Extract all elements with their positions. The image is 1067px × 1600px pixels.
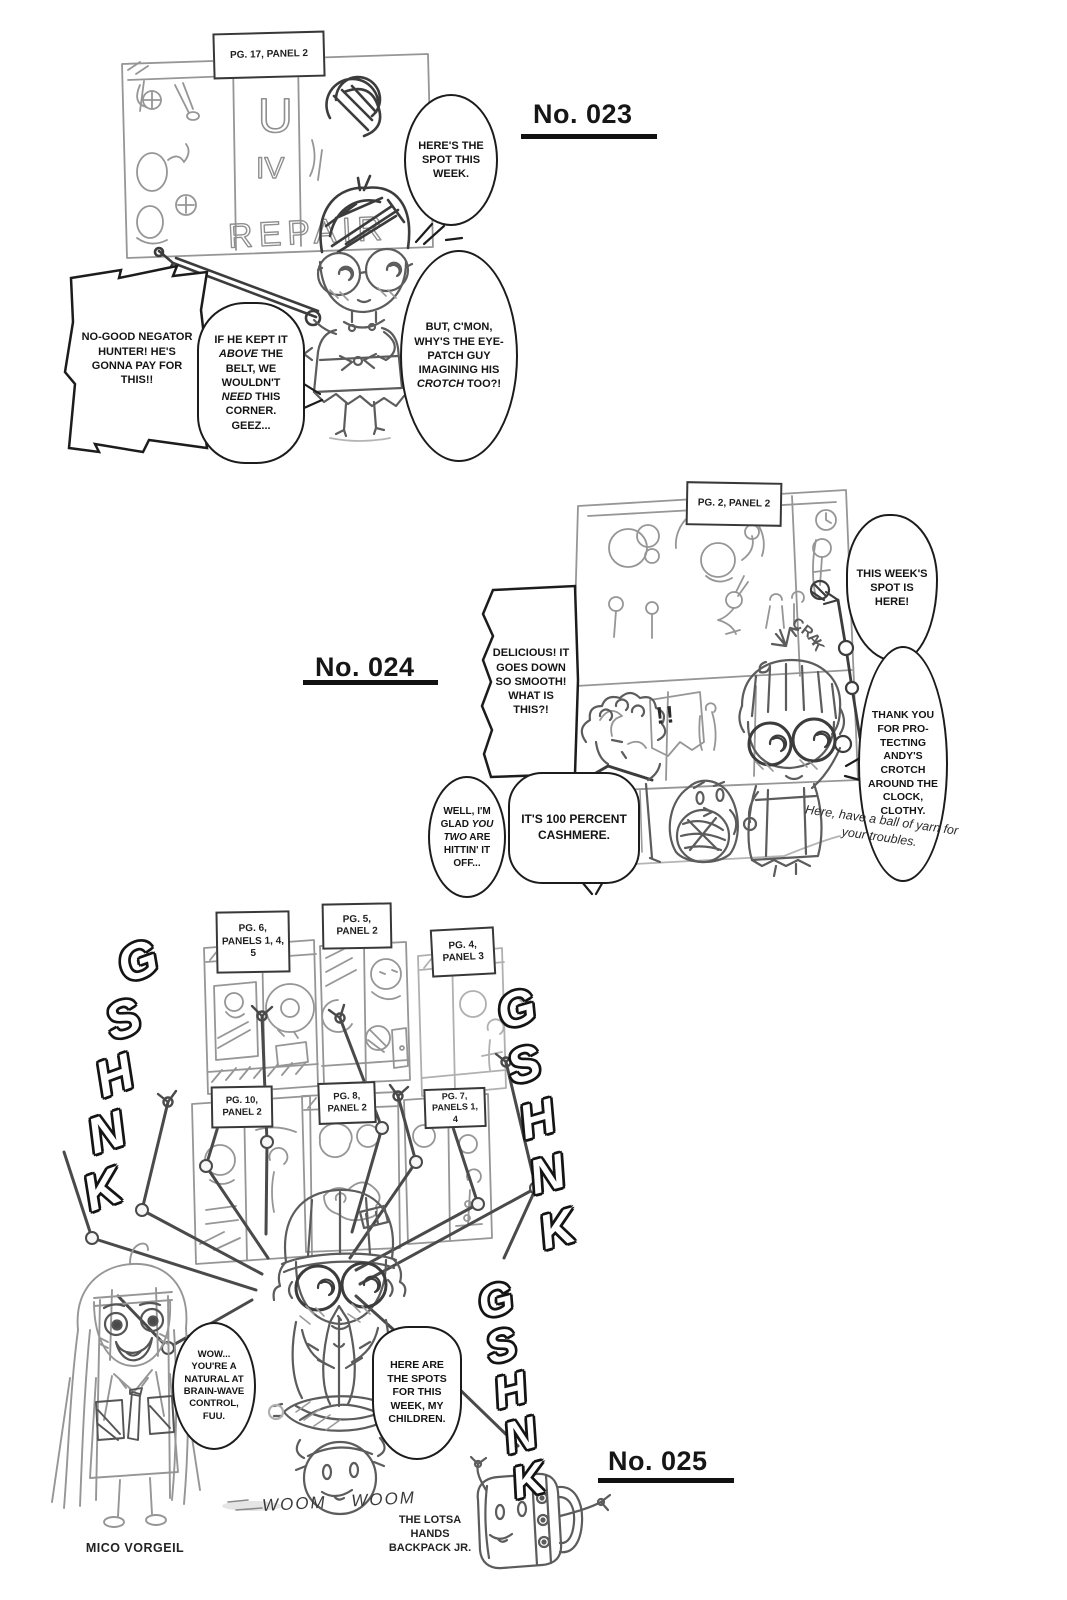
strip-title-024: No. 024 (315, 652, 415, 682)
sketch-025-backpack-jr (222, 1455, 612, 1570)
panel-ref-text: PG. 17, PANEL 2 (229, 47, 309, 61)
speech-bubble-belt-023: IF HE KEPT IT ABOVE THE BELT, WE WOULDN'… (197, 302, 305, 464)
speech-bubble-cashmere-024: IT'S 100 PERCENT CASHMERE. (508, 772, 640, 884)
strip-title-023-underline (521, 134, 657, 139)
sfx-alert-marks: !! (654, 701, 678, 730)
panel-ref-label-pg6: PG. 6, PANELS 1, 4, 5 (215, 910, 291, 974)
sketch-023-dark-details (153, 75, 411, 327)
sketch-023-character (288, 247, 414, 438)
sketch-025-arms (62, 1003, 543, 1448)
strip-title-025-underline (598, 1478, 734, 1483)
strip-title-024-underline (303, 680, 438, 685)
panel-ref-label-pg17: PG. 17, PANEL 2 (212, 30, 326, 80)
caption-mico-vorgeil: MICO VORGEIL (85, 1541, 185, 1555)
speech-bubble-spots-025: HERE ARE THE SPOTS FOR THIS WEEK, MY CHI… (372, 1326, 462, 1460)
strip-title-023: No. 023 (533, 99, 633, 129)
jagged-bubble-shape (63, 264, 211, 454)
speech-bubble-wow-025: WOW... YOU'RE A NATURAL AT BRAIN-WAVE CO… (172, 1322, 256, 1450)
speech-bubble-shout-023: NO-GOOD NEGATOR HUNTER! HE'S GONNA PAY F… (63, 262, 211, 456)
panel-ref-label-pg8: PG. 8, PANEL 2 (317, 1081, 377, 1125)
jagged-bubble-shape (480, 584, 580, 779)
storyboard-sketch-023: U IV REPAIR (121, 53, 434, 442)
speech-bubble-delicious-024: DELICIOUS! IT GOES DOWN SO SMOOTH! WHAT … (477, 584, 581, 780)
panel-ref-label-pg7: PG. 7, PANELS 1, 4 (423, 1086, 487, 1130)
board-scrawl-u: U (258, 90, 293, 143)
speech-bubble-shout-text: NO-GOOD NEGATOR HUNTER! HE'S GONNA PAY F… (81, 331, 193, 387)
strip-title-025: No. 025 (608, 1446, 708, 1476)
board-scrawl-iv: IV (256, 152, 284, 185)
speech-bubble-glad-024: WELL, I'M GLAD YOU TWO ARE HITTIN' IT OF… (428, 776, 506, 898)
speech-bubble-crotch-023: BUT, C'MON, WHY'S THE EYE-PATCH GUY IMAG… (400, 250, 518, 462)
panel-ref-label-pg5: PG. 5, PANEL 2 (321, 902, 393, 950)
speech-bubble-delicious-text: DELICIOUS! IT GOES DOWN SO SMOOTH! WHAT … (492, 647, 570, 717)
speech-bubble-spot-024: THIS WEEK'S SPOT IS HERE! (846, 514, 938, 662)
panel-ref-label-pg2: PG. 2, PANEL 2 (685, 481, 783, 527)
panel-ref-label-pg10: PG. 10, PANEL 2 (210, 1085, 274, 1129)
panel-ref-label-pg4: PG. 4, PANEL 3 (429, 926, 497, 978)
speech-bubble-spot-023: HERE'S THE SPOT THIS WEEK. (404, 94, 498, 226)
caption-backpack-jr: THE LOTSA HANDS BACKPACK JR. (388, 1514, 472, 1554)
speech-bubble-thanks-024: THANK YOU FOR PRO-TECTING ANDY'S CROTCH … (858, 646, 948, 882)
